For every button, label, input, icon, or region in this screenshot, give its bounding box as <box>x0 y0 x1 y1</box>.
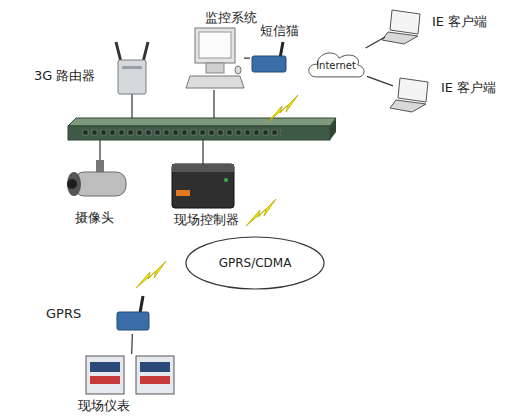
network-wire <box>202 140 203 164</box>
field-meter <box>136 356 174 394</box>
monitor-screen <box>199 32 231 58</box>
laptop-base <box>390 100 426 112</box>
camera-body <box>74 172 126 196</box>
field-meter <box>86 356 124 394</box>
network-wire <box>213 90 214 118</box>
controller-terminals <box>172 164 234 172</box>
node-label: IE 客户端 <box>432 14 487 29</box>
node-label: 摄像头 <box>75 210 114 225</box>
node-label: 短信猫 <box>260 23 299 38</box>
controller-node: 现场控制器 <box>170 160 236 210</box>
laptop-screen <box>398 78 428 102</box>
gprs-antenna <box>140 296 143 313</box>
router-detail <box>122 66 142 69</box>
switch-front <box>68 126 330 140</box>
sms-modem <box>252 56 286 72</box>
node-label: GPRS/CDMA <box>219 256 292 271</box>
node-label: GPRS <box>46 306 81 321</box>
sms-modem-node: 短信猫 <box>250 40 288 75</box>
cloud-outline <box>309 53 364 77</box>
router-body <box>118 60 146 94</box>
node-label: 监控系统 <box>205 10 257 25</box>
connector-line <box>366 37 385 48</box>
gprs-modem <box>117 312 149 330</box>
connector-line <box>244 57 250 58</box>
mouse <box>235 66 241 74</box>
switch-ports <box>82 126 282 140</box>
controller-body <box>172 164 234 208</box>
router-node: 3G 路由器 <box>114 40 150 95</box>
meter-display <box>90 376 120 384</box>
meter-display <box>90 362 120 372</box>
camera-lens <box>67 179 77 189</box>
gprs-node: GPRS <box>114 294 152 334</box>
connector-line <box>131 334 133 354</box>
monitor <box>195 28 235 63</box>
connector-line <box>367 76 393 86</box>
network-wire <box>131 94 132 118</box>
field-meters: 现场仪表 <box>84 354 178 396</box>
laptop-base <box>382 32 418 44</box>
node-label: 现场控制器 <box>174 212 239 227</box>
wireless-bolt <box>268 95 298 122</box>
keyboard <box>186 76 244 88</box>
wireless-bolt <box>246 199 276 226</box>
node-label: Internet <box>316 58 356 73</box>
meter-display <box>140 362 170 372</box>
camera-node: 摄像头 <box>60 168 128 206</box>
router-antenna <box>116 42 121 62</box>
ellipse-outline <box>186 237 324 289</box>
ie-client: IE 客户端 <box>385 8 423 44</box>
camera-front <box>67 172 81 196</box>
network-wire <box>99 140 100 160</box>
camera-mount <box>96 160 104 172</box>
meter-display <box>140 376 170 384</box>
switch-top <box>68 118 336 126</box>
node-label: 现场仪表 <box>78 398 130 413</box>
controller-led <box>224 178 228 182</box>
node-label: 3G 路由器 <box>34 68 95 83</box>
router-antenna <box>143 42 148 62</box>
computer-base <box>206 63 224 73</box>
ie-client: IE 客户端 <box>393 76 437 112</box>
switch-side <box>330 118 336 140</box>
node-label: IE 客户端 <box>441 80 496 95</box>
monitoring-system: 监控系统 <box>186 28 244 90</box>
network-ellipse: GPRS/CDMA <box>185 236 325 290</box>
laptop-screen <box>390 10 420 34</box>
internet-cloud: Internet <box>305 48 367 82</box>
controller-label <box>176 190 190 196</box>
wireless-bolt <box>136 261 166 288</box>
